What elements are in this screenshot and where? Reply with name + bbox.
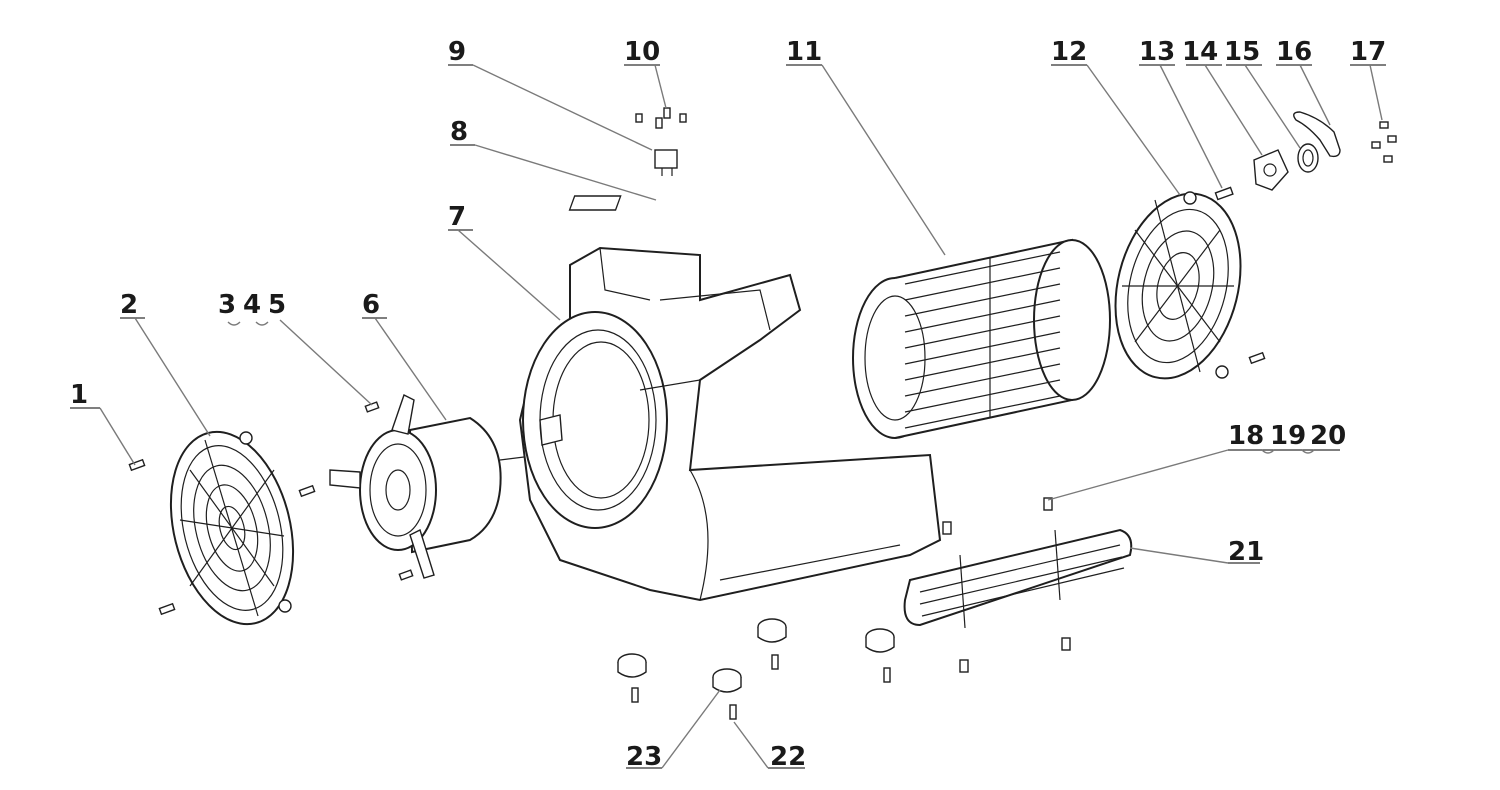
blower-housing bbox=[518, 246, 942, 602]
label-12: 12 bbox=[1051, 37, 1087, 67]
leader-lines bbox=[70, 64, 1386, 769]
label-20: 20 bbox=[1310, 421, 1346, 451]
front-screws bbox=[128, 458, 316, 616]
cord-hardware bbox=[1214, 111, 1397, 201]
rear-grille bbox=[1114, 191, 1266, 380]
switch-assembly bbox=[568, 107, 687, 211]
label-16: 16 bbox=[1276, 37, 1312, 67]
label-21: 21 bbox=[1228, 537, 1264, 567]
label-17: 17 bbox=[1350, 37, 1386, 67]
impeller-wheel bbox=[852, 238, 1111, 439]
label-6: 6 bbox=[362, 290, 380, 320]
label-1: 1 bbox=[70, 380, 88, 410]
label-14: 14 bbox=[1182, 37, 1218, 67]
label-23: 23 bbox=[626, 742, 662, 772]
label-15: 15 bbox=[1224, 37, 1260, 67]
label-11: 11 bbox=[786, 37, 822, 67]
label-8: 8 bbox=[450, 117, 468, 147]
label-13: 13 bbox=[1139, 37, 1175, 67]
label-22: 22 bbox=[770, 742, 806, 772]
label-9: 9 bbox=[448, 37, 466, 67]
skid-rail bbox=[903, 497, 1133, 673]
motor-assembly bbox=[329, 394, 541, 581]
label-10: 10 bbox=[624, 37, 660, 67]
label-19: 19 bbox=[1270, 421, 1306, 451]
part-labels: 1 2 3 4 5 6 7 8 9 10 11 12 13 14 15 16 1… bbox=[70, 37, 1386, 772]
front-grille bbox=[169, 430, 295, 626]
label-2: 2 bbox=[120, 290, 138, 320]
label-7: 7 bbox=[448, 202, 466, 232]
label-3: 3 bbox=[218, 290, 236, 320]
feet bbox=[617, 618, 895, 720]
label-4: 4 bbox=[243, 290, 261, 320]
label-5: 5 bbox=[268, 290, 286, 320]
label-18: 18 bbox=[1228, 421, 1264, 451]
